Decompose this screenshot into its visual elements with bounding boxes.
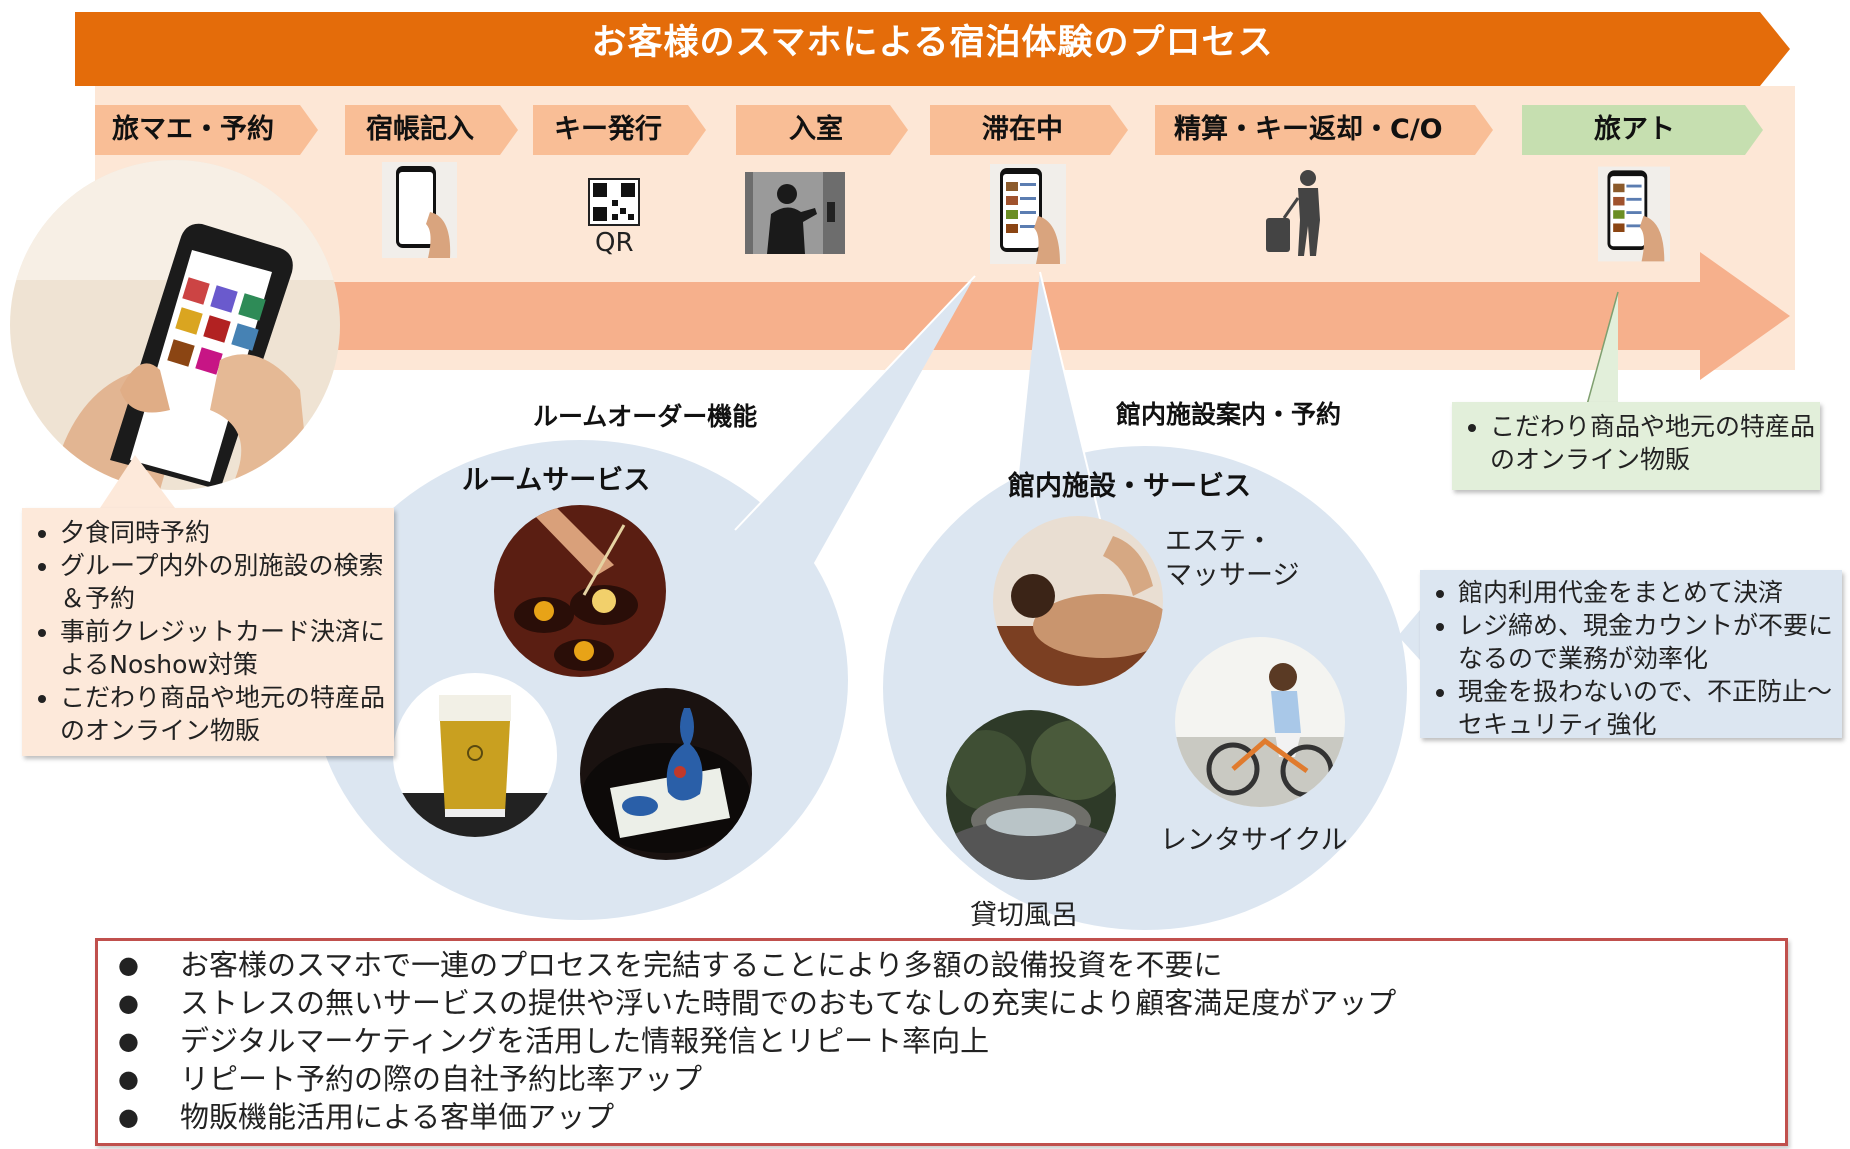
massage-photo [993,516,1163,686]
stage-arrow-1 [95,105,318,155]
facility-heading: 館内施設案内・予約 [1116,400,1342,429]
callout-facility: 館内利用代金をまとめて決済 レジ締め、現金カウントが不要になるので業務が効率化 … [1420,570,1842,741]
callout-before-item: 夕食同時予約 [60,516,394,549]
smartphone-in-hand-photo [10,160,340,490]
qr-code-icon [588,178,640,226]
callout-facility-item: レジ締め、現金カウントが不要になるので業務が効率化 [1458,609,1842,675]
smartphone-app-icon [1598,166,1670,262]
room-order-heading: ルームオーダー機能 [533,402,758,431]
stage-arrow-4 [736,105,908,155]
benefit-item: リピート予約の際の自社予約比率アップ [98,1060,1785,1098]
callout-facility-item: 現金を扱わないので、不正防止～セキュリティ強化 [1458,675,1842,741]
stage-arrow-6 [1155,105,1493,155]
smartphone-icon [382,162,457,258]
room-service-title: ルームサービス [462,465,651,496]
stage-arrow-2 [345,105,518,155]
smartphone-app-icon [990,164,1066,264]
rental-cycle-label: レンタサイクル [1160,825,1348,856]
stage-arrow-3 [533,105,706,155]
onsen-photo [946,710,1116,880]
massage-label: エステ・ マッサージ [1165,526,1300,591]
callout-before-pointer [100,455,175,508]
stage-label-6: 精算・キー返却・C/O [1174,114,1443,145]
stage-arrows [95,105,1763,155]
benefit-item: 物販機能活用による客単価アップ [98,1098,1785,1136]
stage-label-7: 旅アト [1594,114,1675,145]
benefit-item: お客様のスマホで一連のプロセスを完結することにより多額の設備投資を不要に [98,946,1785,984]
sake-photo [580,688,752,860]
beer-photo [393,673,557,837]
callout-facility-item: 館内利用代金をまとめて決済 [1458,576,1842,609]
title-banner-arrow [75,12,1790,86]
callout-before-item: 事前クレジットカード決済によるNoshow対策 [60,615,394,681]
callout-after: こだわり商品や地元の特産品のオンライン物販 [1452,402,1820,490]
benefit-item: ストレスの無いサービスの提供や浮いた時間でのおもてなしの充実により顧客満足度がア… [98,984,1785,1022]
stage-arrow-5 [930,105,1128,155]
private-bath-label: 貸切風呂 [970,900,1078,931]
pointer-lines [1584,291,1619,413]
stage-arrow-7 [1522,105,1763,155]
food-service-photo [494,505,666,677]
traveler-luggage-icon [1266,170,1320,256]
door-entry-icon [745,172,845,254]
facility-service-title: 館内施設・サービス [1008,471,1251,502]
benefits-box: お客様のスマホで一連のプロセスを完結することにより多額の設備投資を不要に ストレ… [95,938,1788,1146]
stage-label-3: キー発行 [554,114,662,145]
room-service-bubble-pointer [735,276,975,570]
stage-label-1: 旅マエ・予約 [112,114,274,145]
page-title: お客様のスマホによる宿泊体験のプロセス [591,23,1274,63]
benefit-item: デジタルマーケティングを活用した情報発信とリピート率向上 [98,1022,1785,1060]
stage-label-4: 入室 [789,114,843,145]
callout-facility-pointer [1398,610,1420,660]
callout-after-item: こだわり商品や地元の特産品のオンライン物販 [1490,410,1820,476]
stage-label-5: 滞在中 [982,114,1063,145]
callout-before: 夕食同時予約 グループ内外の別施設の検索＆予約 事前クレジットカード決済によるN… [22,508,394,756]
bicycle-photo [1175,637,1345,807]
callout-before-item: グループ内外の別施設の検索＆予約 [60,549,394,615]
qr-caption: QR [595,228,634,258]
stage-label-2: 宿帳記入 [366,114,474,145]
callout-before-item: こだわり商品や地元の特産品のオンライン物販 [60,681,394,747]
